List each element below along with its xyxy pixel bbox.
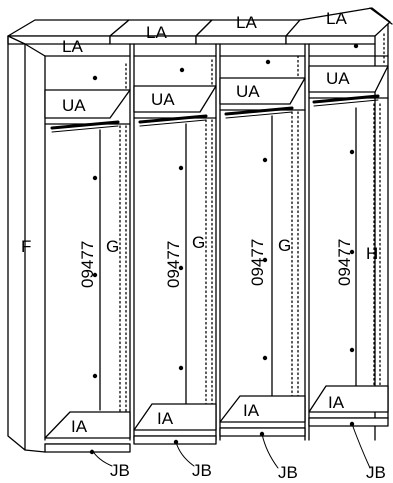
label-IA-2: IA — [157, 409, 174, 428]
lower-shelf-3 — [219, 395, 306, 429]
plinth-2 — [133, 435, 217, 445]
label-LA-2: LA — [146, 23, 167, 42]
label-JB-4: JB — [366, 463, 386, 482]
label-IA-4: IA — [328, 393, 345, 412]
inner-divider-1 — [99, 125, 127, 415]
upper-shelf-3 — [219, 77, 306, 111]
label-UA-2: UA — [151, 90, 175, 109]
plinth-1 — [24, 443, 131, 453]
label-LA-4: LA — [326, 9, 347, 28]
label-IA-3: IA — [243, 401, 260, 420]
label-part-number-1: 09477 — [78, 241, 97, 288]
top-panel-4 — [285, 7, 393, 45]
label-part-number-2: 09477 — [164, 241, 183, 288]
label-part-number-4: 09477 — [335, 239, 354, 286]
lower-shelf-4 — [308, 385, 389, 419]
upper-shelf-2 — [133, 85, 217, 119]
label-JB-1: JB — [110, 461, 130, 480]
label-F: F — [21, 237, 31, 256]
label-G-2: G — [192, 233, 205, 252]
label-LA-3: LA — [236, 13, 257, 32]
diagram-labels: LA LA LA LA UA UA UA UA F G G G H 09477 … — [21, 9, 386, 482]
label-JB-2: JB — [192, 461, 212, 480]
upper-shelf-1 — [44, 89, 131, 125]
label-JB-3: JB — [278, 463, 298, 482]
inner-divider-2 — [185, 119, 213, 409]
hanging-rail-1 — [50, 120, 120, 133]
hanging-rail-4 — [312, 94, 380, 107]
label-G-3: G — [278, 236, 291, 255]
hanging-rail-3 — [224, 106, 294, 119]
inner-divider-3 — [271, 111, 299, 401]
hardware-dots — [89, 43, 359, 455]
label-UA-4: UA — [326, 69, 350, 88]
inner-divider-4 — [355, 103, 381, 393]
plinth-4 — [308, 417, 389, 427]
label-H: H — [366, 244, 378, 263]
upper-hole-rows — [125, 33, 385, 89]
label-LA-1: LA — [62, 37, 83, 56]
label-G-1: G — [106, 237, 119, 256]
label-UA-3: UA — [236, 82, 260, 101]
hanging-rail-2 — [138, 114, 208, 127]
label-UA-1: UA — [62, 96, 86, 115]
lower-shelf-1 — [44, 411, 131, 445]
label-part-number-3: 09477 — [248, 239, 267, 286]
label-IA-1: IA — [71, 417, 88, 436]
lower-shelf-2 — [133, 403, 217, 437]
